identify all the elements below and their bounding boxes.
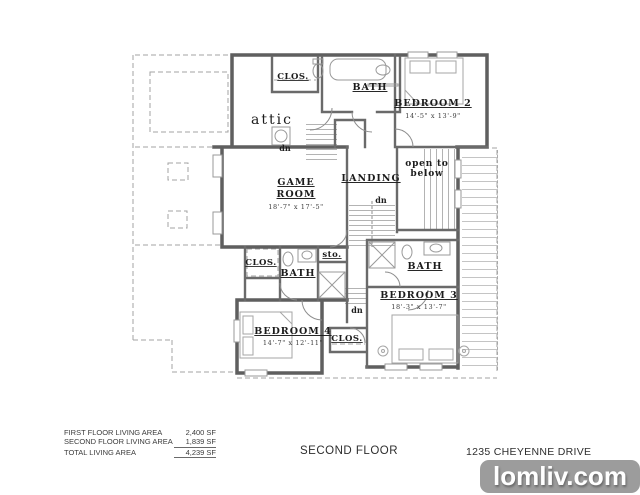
- label-open-below-1: open to: [405, 159, 448, 169]
- property-address: 1235 CHEYENNE DRIVE: [466, 446, 592, 458]
- area-label: FIRST FLOOR LIVING AREA: [64, 428, 163, 437]
- area-label: TOTAL LIVING AREA: [64, 447, 136, 457]
- label-storage: sto.: [322, 250, 341, 260]
- label-bedroom4: BEDROOM 4: [254, 326, 331, 337]
- sheet-title: SECOND FLOOR: [300, 445, 399, 457]
- label-bath-top: BATH: [353, 82, 388, 93]
- area-label: SECOND FLOOR LIVING AREA: [64, 437, 173, 447]
- dims-bedroom2: 14'-5" x 13'-9": [405, 112, 461, 120]
- dims-bedroom4: 14'-7" x 12'-11": [263, 339, 323, 347]
- watermark-badge: lomliv.com: [480, 460, 640, 493]
- stairs-open-below-flight: [419, 149, 457, 229]
- area-value: 2,400 SF: [185, 428, 216, 437]
- label-bedroom2: BEDROOM 2: [394, 98, 471, 109]
- dims-game-room: 18'-7" x 17'-5": [268, 203, 324, 211]
- windows: [212, 51, 462, 377]
- door-swings: [279, 107, 429, 344]
- label-game-room-2: ROOM: [277, 189, 316, 200]
- label-closet-bottom: CLOS.: [331, 334, 362, 344]
- label-game-room-1: GAME: [277, 177, 314, 188]
- dims-bedroom3: 18'-3" x 13'-7": [391, 303, 447, 311]
- label-bath-left: BATH: [281, 268, 316, 279]
- watermark-text: lomliv.com: [493, 461, 627, 491]
- label-dn-lower: dn: [351, 305, 363, 315]
- stairs-lower-flight: [345, 284, 366, 307]
- bath-fixtures: [271, 58, 451, 299]
- bedroom-furniture: [239, 57, 470, 364]
- label-landing: LANDING: [341, 173, 400, 184]
- table-row: FIRST FLOOR LIVING AREA 2,400 SF: [64, 428, 216, 437]
- label-closet-top: CLOS.: [277, 72, 308, 82]
- area-value: 1,839 SF: [174, 437, 216, 448]
- label-bedroom3: BEDROOM 3: [380, 290, 457, 301]
- label-open-below-2: below: [410, 169, 443, 179]
- label-closet-left: CLOS.: [245, 258, 276, 268]
- label-bath-right: BATH: [408, 261, 443, 272]
- label-dn-upper: dn: [279, 143, 291, 153]
- label-dn-main: dn: [375, 195, 387, 205]
- roof-outline-dashed: [132, 54, 498, 379]
- exterior-walls: [212, 53, 489, 375]
- interior-walls: [243, 53, 489, 369]
- living-area-table: FIRST FLOOR LIVING AREA 2,400 SF SECOND …: [64, 428, 216, 459]
- label-attic: attic: [251, 112, 293, 128]
- area-value: 4,239 SF: [174, 448, 216, 459]
- table-row: TOTAL LIVING AREA 4,239 SF: [64, 447, 216, 459]
- roof-deck-boards: [462, 150, 498, 370]
- table-row: SECOND FLOOR LIVING AREA 1,839 SF: [64, 437, 216, 448]
